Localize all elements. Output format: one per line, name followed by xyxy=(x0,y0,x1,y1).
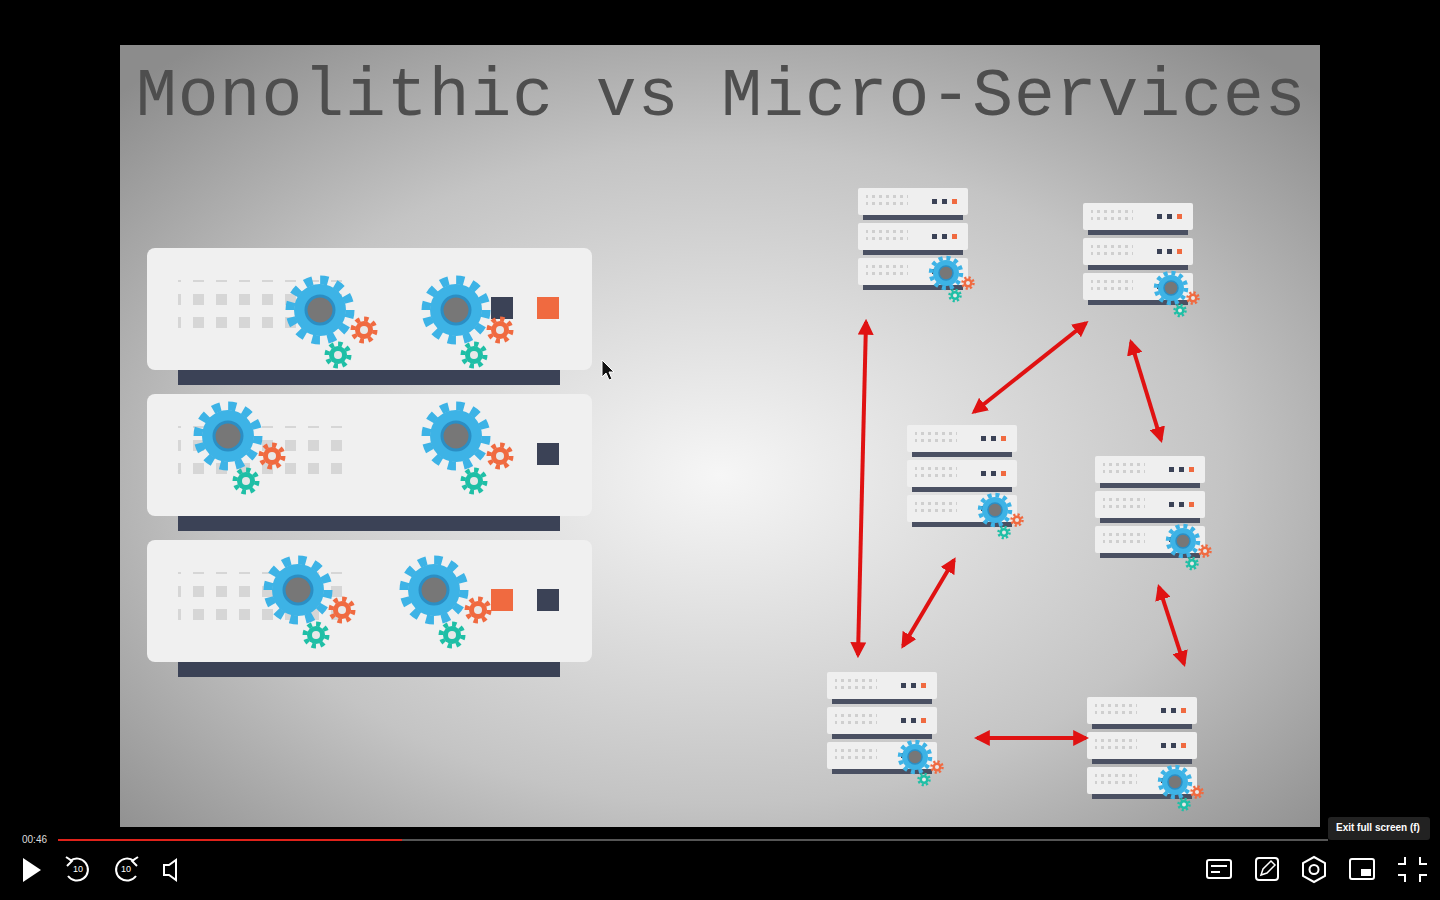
skip-back-seconds: 10 xyxy=(73,864,83,874)
time-display: 00:46 xyxy=(22,834,47,845)
connection-arrows xyxy=(858,322,1184,738)
tooltip-text: Exit full screen (f) xyxy=(1336,822,1420,833)
skip-forward-seconds: 10 xyxy=(121,864,131,874)
slide xyxy=(120,45,1320,827)
monolith-server xyxy=(147,248,592,677)
slide-title: Monolithic vs Micro-Services xyxy=(136,58,1307,135)
micro-services xyxy=(827,188,1211,810)
mouse-cursor xyxy=(602,360,614,380)
player-controls xyxy=(0,817,1440,900)
